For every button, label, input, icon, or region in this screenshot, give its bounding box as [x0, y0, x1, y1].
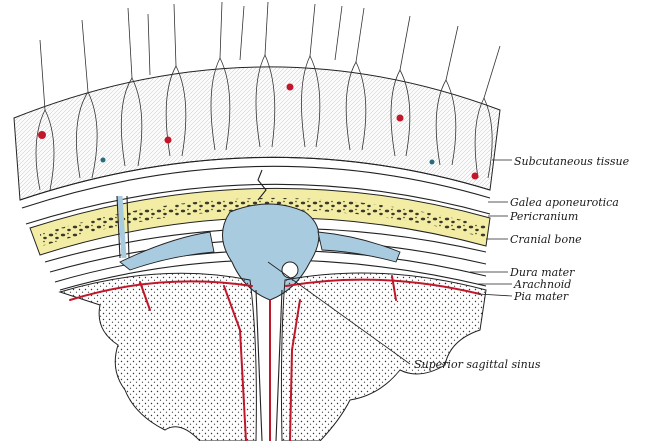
label-text-pia: Pia mater [513, 290, 569, 303]
label-text-pericranium: Pericranium [509, 210, 578, 223]
label-text-galea: Galea aponeurotica [510, 196, 619, 209]
label-text-subcutaneous: Subcutaneous tissue [514, 155, 630, 168]
cortical-vessels [69, 275, 481, 441]
cerebral-hemispheres [58, 272, 487, 441]
cranial-bone-layer [29, 169, 491, 256]
label-text-dura: Dura mater [509, 266, 575, 279]
label-sinus: Superior sagittal sinus [267, 261, 541, 371]
label-text-sinus: Superior sagittal sinus [414, 358, 541, 371]
label-text-arachnoid: Arachnoid [513, 278, 571, 291]
label-text-cranial-bone: Cranial bone [510, 233, 582, 246]
label-arachnoid: Arachnoid [478, 278, 571, 291]
label-subcutaneous: Subcutaneous tissue [492, 155, 630, 168]
galea-and-pericranium-layers [19, 156, 491, 225]
label-pia: Pia mater [477, 290, 569, 303]
label-cranial-bone: Cranial bone [486, 233, 582, 246]
label-dura: Dura mater [470, 266, 575, 279]
label-galea: Galea aponeurotica [488, 196, 619, 209]
label-pericranium: Pericranium [488, 210, 578, 223]
subcutaneous-tissue-layer [13, 1, 501, 201]
